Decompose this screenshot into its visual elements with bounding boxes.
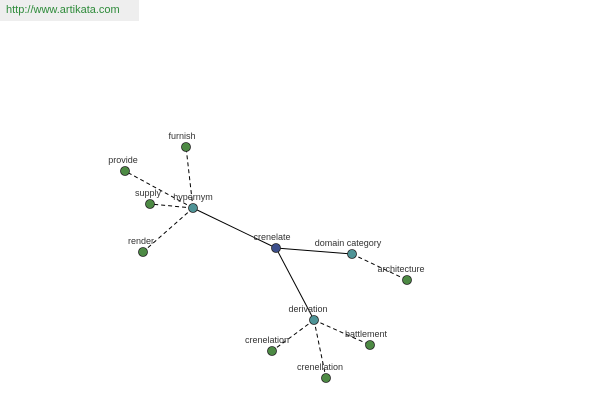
site-url-link[interactable]: http://www.artikata.com [0, 0, 139, 21]
node-label-crenellation: crenellation [297, 362, 343, 372]
node-crenellation[interactable] [321, 373, 331, 383]
edge-crenelate-to-hypernym [192, 207, 277, 249]
node-label-supply: supply [135, 188, 162, 198]
edge-hypernym-to-supply [149, 203, 194, 209]
node-label-architecture: architecture [377, 264, 424, 274]
node-label-provide: provide [108, 155, 138, 165]
edge-derivation-to-battlement [313, 319, 371, 346]
node-furnish[interactable] [181, 142, 191, 152]
edge-hypernym-to-furnish [185, 146, 194, 209]
node-label-crenelate: crenelate [253, 232, 290, 242]
node-label-furnish: furnish [168, 131, 195, 141]
labels-layer: crenelate hypernym domain category derivati… [108, 131, 424, 372]
edge-crenelate-to-domain_category [275, 247, 353, 255]
node-label-domain-category: domain category [315, 238, 382, 248]
edge-domain_category-to-architecture [351, 253, 408, 281]
edge-derivation-to-crenelation_1 [271, 319, 315, 352]
node-label-hypernym: hypernym [173, 192, 213, 202]
edge-crenelate-to-derivation [275, 247, 315, 321]
edge-hypernym-to-provide [124, 170, 194, 209]
node-architecture[interactable] [402, 275, 412, 285]
node-crenelate[interactable] [271, 243, 281, 253]
node-label-derivation: derivation [288, 304, 327, 314]
node-provide[interactable] [120, 166, 130, 176]
nodes-layer [120, 142, 412, 383]
node-label-battlement: battlement [345, 329, 388, 339]
node-domain-category[interactable] [347, 249, 357, 259]
node-derivation[interactable] [309, 315, 319, 325]
node-label-crenelation-1: crenelation [245, 335, 289, 345]
node-hypernym[interactable] [188, 203, 198, 213]
node-label-render: render [128, 236, 154, 246]
edge-derivation-to-crenellation [313, 319, 327, 379]
node-render[interactable] [138, 247, 148, 257]
node-supply[interactable] [145, 199, 155, 209]
edges-layer [124, 146, 408, 379]
node-crenelation-1[interactable] [267, 346, 277, 356]
node-battlement[interactable] [365, 340, 375, 350]
